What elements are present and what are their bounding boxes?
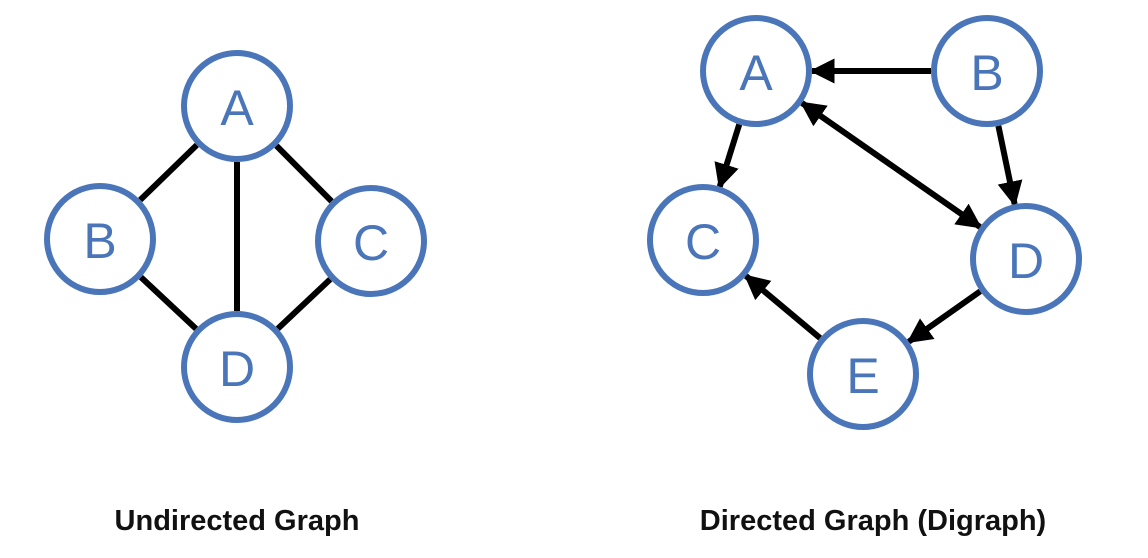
edge-a-c bbox=[274, 143, 334, 204]
node-label: C bbox=[685, 214, 721, 270]
edge-b-d bbox=[138, 275, 199, 331]
node-a: A bbox=[700, 15, 812, 127]
node-e: E bbox=[807, 318, 919, 430]
directed-nodes: A B C D E bbox=[647, 15, 1082, 430]
node-label: A bbox=[739, 45, 773, 101]
edge-c-d bbox=[275, 277, 333, 331]
undirected-nodes: A B C D bbox=[44, 50, 427, 423]
edge-b-d bbox=[995, 125, 1023, 207]
node-circle bbox=[181, 311, 293, 423]
node-label: B bbox=[970, 45, 1003, 101]
node-circle bbox=[44, 183, 156, 295]
node-b: B bbox=[931, 15, 1043, 127]
node-c: C bbox=[315, 185, 427, 297]
node-b: B bbox=[44, 183, 156, 295]
undirected-graph-caption: Undirected Graph bbox=[115, 505, 360, 537]
edge-e-c bbox=[744, 273, 822, 341]
node-label: C bbox=[353, 215, 389, 271]
node-circle bbox=[647, 184, 759, 296]
edge-d-e bbox=[906, 288, 982, 345]
undirected-edges bbox=[138, 142, 334, 331]
node-label: E bbox=[846, 348, 879, 404]
directed-graph-caption: Directed Graph (Digraph) bbox=[700, 505, 1046, 537]
node-label: D bbox=[1008, 233, 1044, 289]
node-label: B bbox=[83, 213, 116, 269]
node-circle bbox=[315, 185, 427, 297]
directed-graph: A B C D E bbox=[647, 15, 1082, 430]
node-circle bbox=[700, 15, 812, 127]
directed-edges bbox=[714, 58, 1023, 345]
node-c: C bbox=[647, 184, 759, 296]
edge-a-b bbox=[138, 142, 199, 203]
edge-a-c bbox=[714, 123, 743, 189]
node-a: A bbox=[181, 50, 293, 162]
undirected-graph: A B C D bbox=[44, 50, 427, 423]
node-circle bbox=[807, 318, 919, 430]
node-label: D bbox=[219, 341, 255, 397]
node-label: A bbox=[220, 80, 254, 136]
node-circle bbox=[931, 15, 1043, 127]
node-circle bbox=[970, 203, 1082, 315]
node-circle bbox=[181, 50, 293, 162]
node-d: D bbox=[181, 311, 293, 423]
edge-a-d bbox=[799, 100, 983, 230]
node-d: D bbox=[970, 203, 1082, 315]
